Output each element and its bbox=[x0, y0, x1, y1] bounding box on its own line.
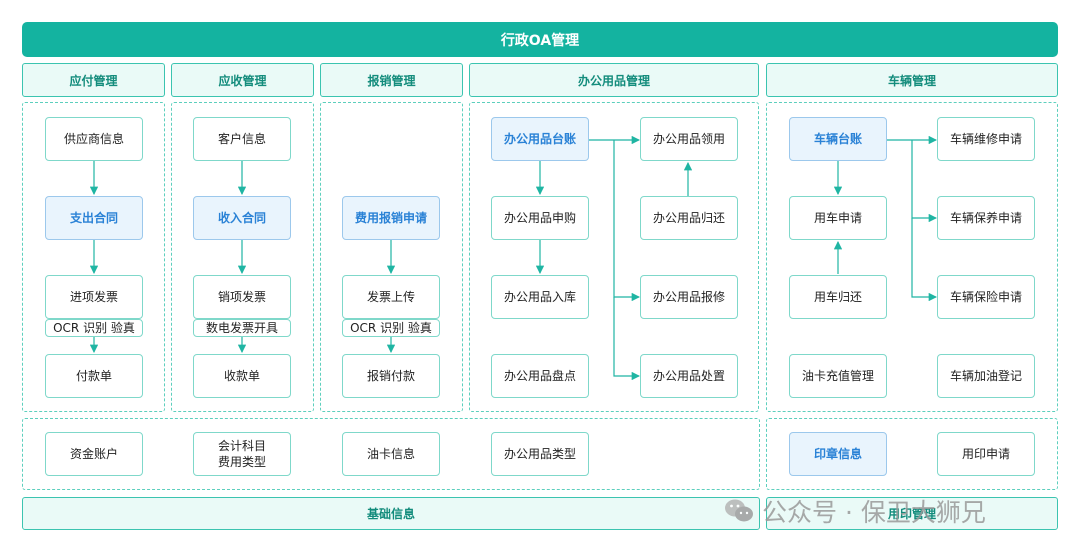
label-expense-type: 费用类型 bbox=[217, 455, 266, 469]
panel-receivable bbox=[171, 102, 314, 412]
box-fund-account[interactable]: 资金账户 bbox=[45, 432, 143, 476]
box-vehicle-maint-apply[interactable]: 车辆保养申请 bbox=[937, 196, 1035, 240]
header-receivable[interactable]: 应收管理 bbox=[171, 63, 314, 97]
page-title: 行政OA管理 bbox=[22, 22, 1058, 57]
panel-payable bbox=[22, 102, 165, 412]
box-vehicle-repair-apply[interactable]: 车辆维修申请 bbox=[937, 117, 1035, 161]
box-vehicle-return[interactable]: 用车归还 bbox=[789, 275, 887, 319]
box-einvoice-issue[interactable]: 数电发票开具 bbox=[193, 319, 291, 337]
box-vehicle-apply[interactable]: 用车申请 bbox=[789, 196, 887, 240]
panel-reimburse bbox=[320, 102, 463, 412]
box-receipt-order[interactable]: 收款单 bbox=[193, 354, 291, 398]
header-vehicle[interactable]: 车辆管理 bbox=[766, 63, 1058, 97]
box-reimburse-payment[interactable]: 报销付款 bbox=[342, 354, 440, 398]
box-expense-contract[interactable]: 支出合同 bbox=[45, 196, 143, 240]
panel-seal bbox=[766, 418, 1058, 490]
header-office[interactable]: 办公用品管理 bbox=[469, 63, 759, 97]
box-office-purchase[interactable]: 办公用品申购 bbox=[491, 196, 589, 240]
box-income-contract[interactable]: 收入合同 bbox=[193, 196, 291, 240]
box-vehicle-insure-apply[interactable]: 车辆保险申请 bbox=[937, 275, 1035, 319]
box-supplier-info[interactable]: 供应商信息 bbox=[45, 117, 143, 161]
box-office-storage[interactable]: 办公用品入库 bbox=[491, 275, 589, 319]
box-office-ledger[interactable]: 办公用品台账 bbox=[491, 117, 589, 161]
box-fuel-card-info[interactable]: 油卡信息 bbox=[342, 432, 440, 476]
wechat-icon bbox=[724, 498, 754, 524]
box-reimburse-apply[interactable]: 费用报销申请 bbox=[342, 196, 440, 240]
box-office-repair[interactable]: 办公用品报修 bbox=[640, 275, 738, 319]
box-invoice-upload[interactable]: 发票上传 bbox=[342, 275, 440, 319]
box-accounting-subject[interactable]: 会计科目 费用类型 bbox=[193, 432, 291, 476]
box-seal-apply[interactable]: 用印申请 bbox=[937, 432, 1035, 476]
box-office-dispose[interactable]: 办公用品处置 bbox=[640, 354, 738, 398]
label-accounting-subject: 会计科目 bbox=[217, 439, 266, 453]
box-seal-info[interactable]: 印章信息 bbox=[789, 432, 887, 476]
box-fuel-card-recharge[interactable]: 油卡充值管理 bbox=[789, 354, 887, 398]
box-office-use[interactable]: 办公用品领用 bbox=[640, 117, 738, 161]
box-office-type[interactable]: 办公用品类型 bbox=[491, 432, 589, 476]
box-reimburse-ocr[interactable]: OCR 识别 验真 bbox=[342, 319, 440, 337]
box-ocr-verify[interactable]: OCR 识别 验真 bbox=[45, 319, 143, 337]
header-reimburse[interactable]: 报销管理 bbox=[320, 63, 463, 97]
box-office-inventory[interactable]: 办公用品盘点 bbox=[491, 354, 589, 398]
panel-office bbox=[469, 102, 759, 412]
panel-vehicle bbox=[766, 102, 1058, 412]
box-customer-info[interactable]: 客户信息 bbox=[193, 117, 291, 161]
box-vehicle-ledger[interactable]: 车辆台账 bbox=[789, 117, 887, 161]
box-vehicle-refuel[interactable]: 车辆加油登记 bbox=[937, 354, 1035, 398]
header-payable[interactable]: 应付管理 bbox=[22, 63, 165, 97]
panel-basic bbox=[22, 418, 760, 490]
watermark-text: 公众号 · 保卫大狮兄 bbox=[762, 498, 986, 527]
footer-basic-info[interactable]: 基础信息 bbox=[22, 497, 760, 530]
box-office-return[interactable]: 办公用品归还 bbox=[640, 196, 738, 240]
footer-seal-management[interactable]: 用印管理 bbox=[766, 497, 1058, 530]
box-input-invoice[interactable]: 进项发票 bbox=[45, 275, 143, 319]
watermark: 公众号 · 保卫大狮兄 bbox=[724, 492, 1054, 530]
box-output-invoice[interactable]: 销项发票 bbox=[193, 275, 291, 319]
box-payment-order[interactable]: 付款单 bbox=[45, 354, 143, 398]
